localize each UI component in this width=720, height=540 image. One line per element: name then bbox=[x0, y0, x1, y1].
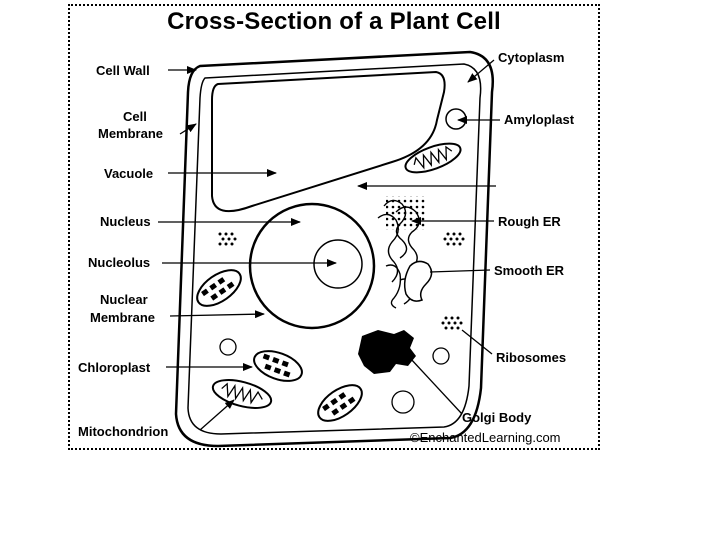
leader-golgi-body bbox=[409, 357, 463, 415]
label-golgi-body: Golgi Body bbox=[462, 410, 532, 425]
vesicle bbox=[432, 347, 450, 365]
leader-cell-membrane bbox=[179, 123, 197, 135]
diagram-frame bbox=[68, 4, 600, 450]
label-cell-membrane-line2: Membrane bbox=[98, 126, 163, 141]
leader-ribosomes bbox=[461, 329, 493, 355]
label-nuclear-membrane-line2: Membrane bbox=[90, 310, 155, 325]
label-nucleolus: Nucleolus bbox=[88, 255, 150, 270]
vacuole-shape bbox=[211, 70, 446, 213]
cell-membrane-shape bbox=[187, 63, 482, 435]
diagram-title: Cross-Section of a Plant Cell bbox=[167, 8, 501, 35]
label-nuclear-membrane-line1: Nuclear bbox=[100, 292, 148, 307]
nucleolus-shape bbox=[313, 239, 363, 289]
label-ribosomes: Ribosomes bbox=[496, 350, 566, 365]
cell-wall-shape bbox=[174, 50, 494, 448]
leader-nuclear-membrane bbox=[169, 310, 265, 319]
ribosome-cluster bbox=[441, 316, 463, 330]
chloroplast-shape bbox=[253, 350, 303, 382]
mitochondrion-shape bbox=[404, 142, 462, 174]
leader-cytoplasm bbox=[467, 59, 495, 83]
mitochondrion-shape bbox=[211, 379, 273, 409]
golgi-body-shape bbox=[358, 330, 416, 374]
vesicle bbox=[219, 338, 237, 356]
credit-text: ©EnchantedLearning.com bbox=[410, 430, 561, 445]
label-rough-er: Rough ER bbox=[498, 214, 561, 229]
chloroplast-shape bbox=[196, 269, 242, 307]
label-smooth-er: Smooth ER bbox=[494, 263, 565, 278]
label-chloroplast: Chloroplast bbox=[78, 360, 151, 375]
chloroplast-shape bbox=[317, 384, 363, 422]
nucleus-shape bbox=[248, 202, 376, 330]
label-cytoplasm: Cytoplasm bbox=[498, 50, 564, 65]
leader-smooth-er bbox=[429, 269, 491, 273]
label-amyloplast: Amyloplast bbox=[504, 112, 575, 127]
label-cell-membrane-line1: Cell bbox=[123, 109, 147, 124]
leader-mitochondrion bbox=[199, 399, 235, 431]
smooth-er-shape bbox=[403, 260, 433, 302]
vesicle bbox=[391, 390, 415, 414]
label-nucleus: Nucleus bbox=[100, 214, 151, 229]
label-vacuole: Vacuole bbox=[104, 166, 153, 181]
ribosome-cluster bbox=[443, 232, 465, 246]
ribosome-cluster bbox=[218, 232, 237, 246]
amyloplast-shape bbox=[445, 108, 467, 130]
label-cell-wall: Cell Wall bbox=[96, 63, 150, 78]
rough-er-ribosomes bbox=[386, 196, 426, 230]
label-mitochondrion: Mitochondrion bbox=[78, 424, 168, 439]
